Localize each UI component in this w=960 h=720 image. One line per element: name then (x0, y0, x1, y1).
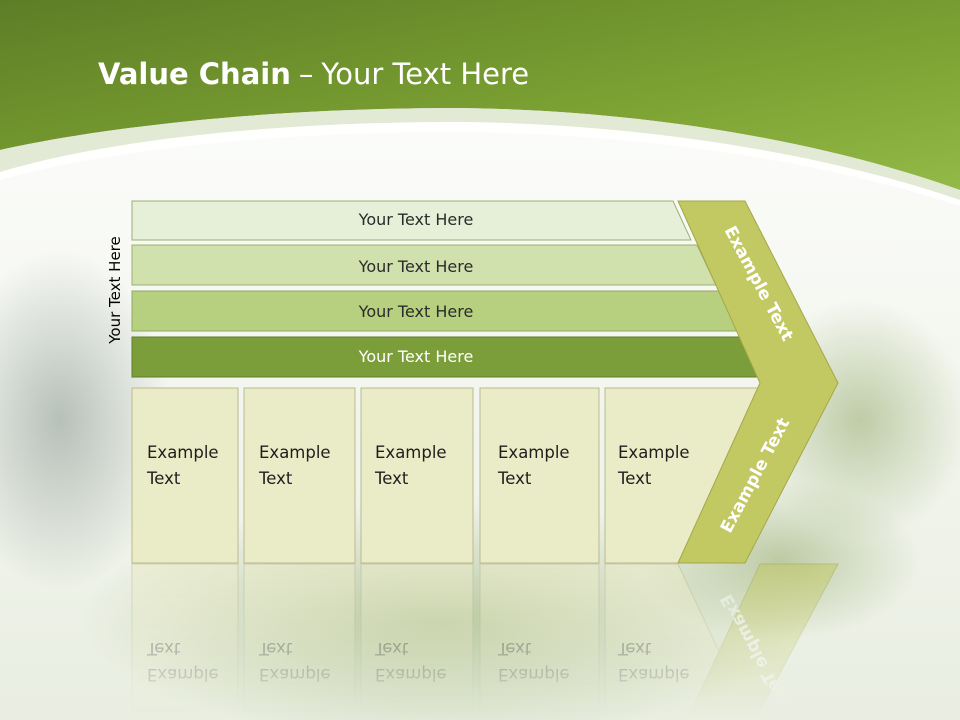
bar-4-label: Your Text Here (358, 347, 474, 366)
cell-3-box (360, 387, 474, 564)
slide-title: Value Chain–Your Text Here (98, 52, 529, 96)
cell-3: Example Text (360, 387, 474, 564)
bar-3-label: Your Text Here (358, 302, 474, 321)
cell-4-line2: Text (497, 469, 532, 488)
cell-2: Example Text (243, 387, 356, 564)
bar-2-label: Your Text Here (358, 257, 474, 276)
svg-text:Text: Text (374, 639, 409, 658)
cell-5-line1: Example (618, 443, 690, 462)
cell-4: Example Text (479, 387, 600, 564)
cell-4-box (479, 387, 600, 564)
svg-text:Example: Example (147, 665, 219, 684)
cell-2-line2: Text (258, 469, 293, 488)
cell-2-line1: Example (259, 443, 331, 462)
title-bold: Value Chain (98, 57, 291, 91)
svg-text:Text: Text (617, 639, 652, 658)
cell-1-line2: Text (146, 469, 181, 488)
cell-1-box (131, 387, 239, 564)
bar-4: Your Text Here (131, 336, 765, 378)
svg-text:Example: Example (259, 665, 331, 684)
svg-text:Text: Text (146, 639, 181, 658)
cell-3-line2: Text (374, 469, 409, 488)
cell-3-line1: Example (375, 443, 447, 462)
bar-1-label: Your Text Here (358, 210, 474, 229)
bar-1: Your Text Here (131, 200, 692, 241)
bar-3: Your Text Here (131, 290, 740, 332)
bar-stack: Your Text Here Your Text Here Your Text … (131, 200, 765, 378)
cell-1-line1: Example (147, 443, 219, 462)
cell-1: Example Text (131, 387, 239, 564)
reflection: Example Text Example Text Example Text E… (131, 563, 839, 720)
svg-text:Text: Text (497, 639, 532, 658)
title-rest: Your Text Here (321, 57, 530, 91)
activity-cells: Example Text Example Text Example Text E… (131, 387, 761, 564)
svg-text:Example: Example (618, 665, 690, 684)
cell-4-line1: Example (498, 443, 570, 462)
chevron-shape (677, 200, 839, 564)
svg-text:Example: Example (375, 665, 447, 684)
title-separator: – (298, 57, 314, 91)
bar-2: Your Text Here (131, 244, 717, 286)
cell-2-box (243, 387, 356, 564)
chevron-arrow: Example Text Example Text (677, 200, 839, 564)
svg-text:Example: Example (498, 665, 570, 684)
cell-5-line2: Text (617, 469, 652, 488)
bar-1-shape (131, 200, 692, 241)
svg-text:Text: Text (258, 639, 293, 658)
